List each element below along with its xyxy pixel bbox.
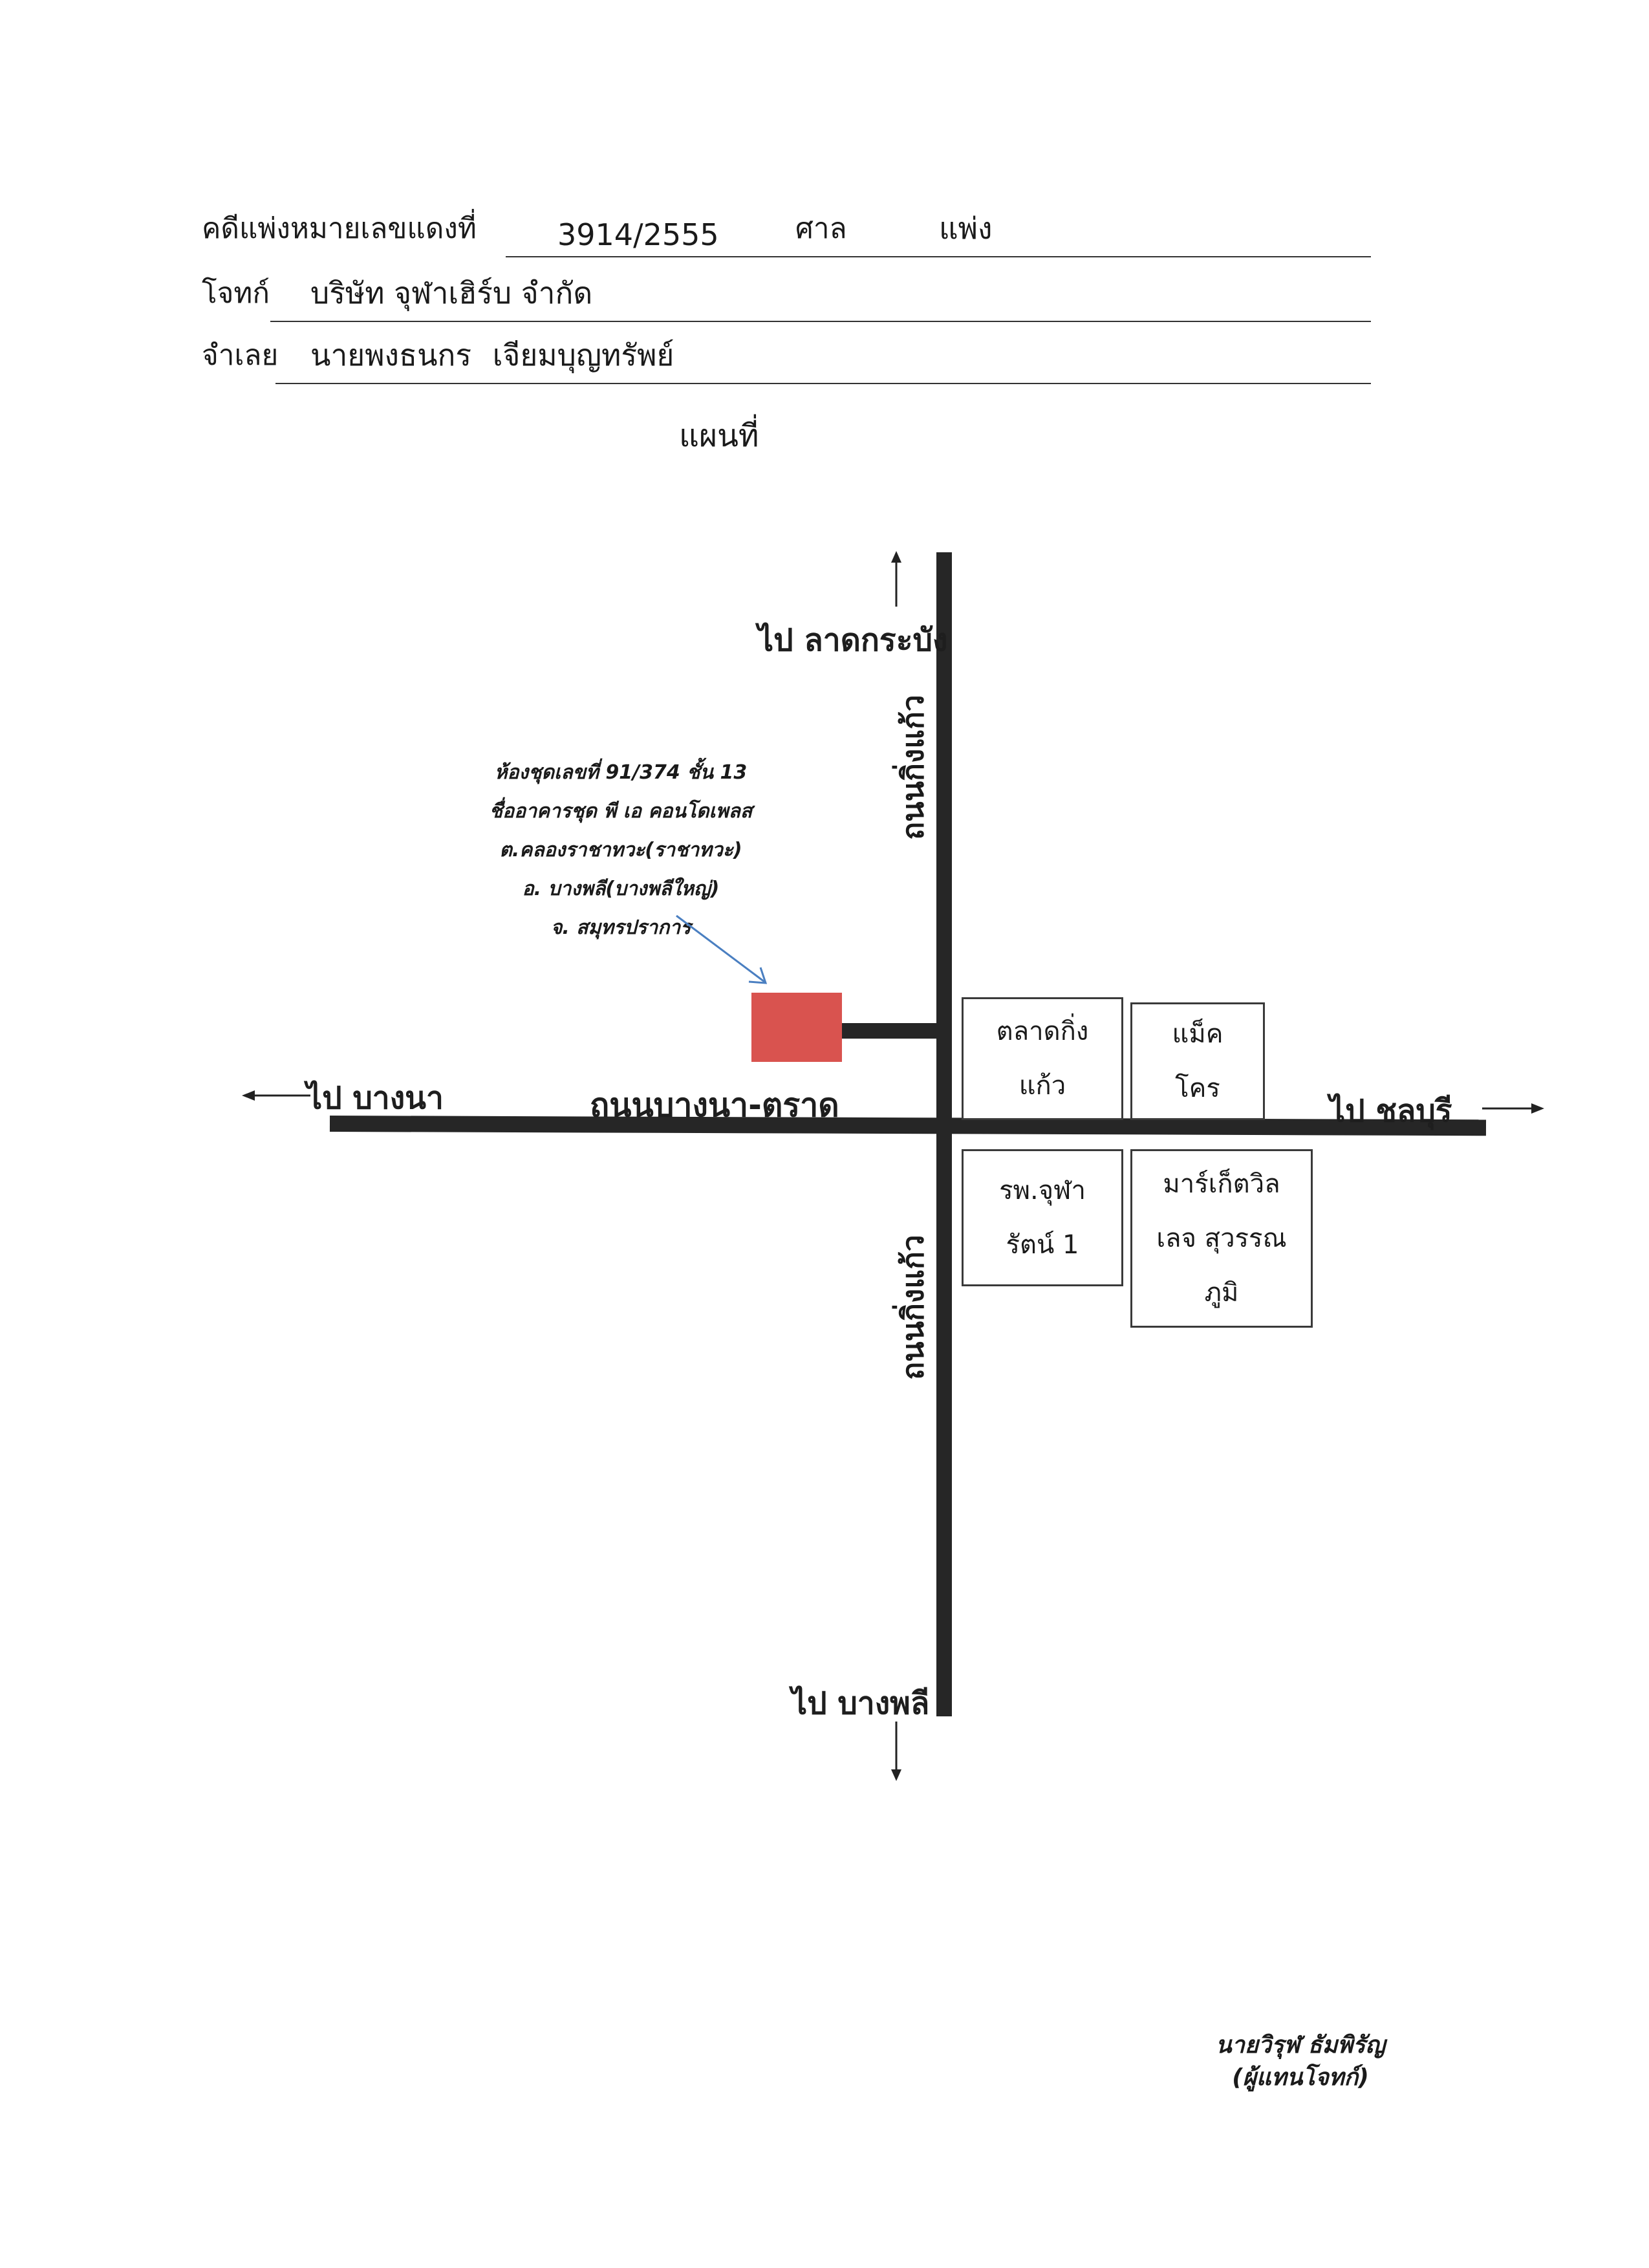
landmark-label: โคร — [1175, 1074, 1220, 1103]
defendant-label: จำเลย — [202, 339, 279, 372]
plaintiff-row: โจทก์ บริษัท จุฬาเฮิร์บ จำกัด — [202, 270, 1371, 322]
address-line: ชื่ออาคารชุด พี เอ คอนโดเพลส — [489, 800, 753, 823]
direction-west-label: ไป บางนา — [307, 1080, 444, 1116]
landmark-chularat-hospital: รพ.จุฬา รัตน์ 1 — [962, 1149, 1123, 1286]
case-number-value: 3914/2555 — [557, 217, 719, 252]
landmark-label: รัตน์ 1 — [1006, 1230, 1079, 1260]
signer-name: นายวิรุฬ ธัมพิรัญ — [1216, 2032, 1386, 2058]
landmark-label: ตลาดกิ่ง — [996, 1017, 1089, 1046]
plaintiff-underline — [270, 321, 1371, 322]
address-annotation: ห้องชุดเลขที่ 91/374 ชั้น 13 ชื่ออาคารชุ… — [362, 753, 879, 947]
pointer-arrow-icon — [676, 914, 768, 984]
direction-east-label: ไป ชลบุรี — [1330, 1093, 1452, 1129]
case-number-label: คดีแพ่งหมายเลขแดงที่ — [202, 212, 477, 245]
direction-north-label: ไป ลาดกระบัง — [758, 622, 948, 658]
landmark-label: แก้ว — [1018, 1071, 1066, 1101]
signature-block: นายวิรุฬ ธัมพิรัญ (ผู้แทนโจทก์) — [1216, 2029, 1385, 2094]
kingkaew-road-label-upper: ถนนกิ่งแก้ว — [895, 695, 931, 840]
bangna-trat-road-label: ถนนบางนา-ตราด — [590, 1086, 839, 1124]
address-line: จ. สมุทรปราการ — [550, 916, 691, 939]
direction-south-label: ไป บางพลี — [792, 1685, 930, 1722]
landmark-market-village: มาร์เก็ตวิล เลจ สุวรรณ ภูมิ — [1130, 1149, 1313, 1328]
arrow-west-icon — [242, 1090, 310, 1101]
landmark-label: มาร์เก็ตวิล — [1163, 1169, 1280, 1199]
court-underline — [851, 256, 1371, 257]
arrow-east-icon — [1482, 1103, 1544, 1114]
landmark-label: ภูมิ — [1204, 1278, 1239, 1308]
case-number-underline — [506, 256, 998, 257]
arrow-north-icon — [891, 551, 901, 607]
map-title: แผนที่ — [679, 418, 759, 454]
access-road — [841, 1023, 938, 1039]
bangna-trat-road — [329, 1116, 1487, 1136]
address-line: อ. บางพลี(บางพลีใหญ่) — [522, 878, 720, 900]
court-value: แพ่ง — [939, 211, 993, 246]
defendant-value: นายพงธนกร เจียมบุญทรัพย์ — [310, 338, 674, 373]
defendant-row: จำเลย นายพงธนกร เจียมบุญทรัพย์ — [202, 332, 1371, 384]
court-label: ศาล — [795, 212, 847, 245]
landmark-makro: แม็ค โคร — [1130, 1002, 1265, 1120]
plaintiff-label: โจทก์ — [202, 277, 270, 310]
case-number-row: คดีแพ่งหมายเลขแดงที่ 3914/2555 ศาล แพ่ง — [202, 206, 1371, 257]
address-line: ห้องชุดเลขที่ 91/374 ชั้น 13 — [494, 761, 748, 784]
landmark-kingkaew-market: ตลาดกิ่ง แก้ว — [962, 997, 1123, 1120]
landmark-label: เลจ สุวรรณ — [1156, 1224, 1287, 1253]
arrow-south-icon — [891, 1722, 901, 1781]
kingkaew-road — [936, 552, 952, 1716]
landmark-label: แม็ค — [1172, 1019, 1223, 1049]
address-line: ต.คลองราชาทวะ(ราชาทวะ) — [499, 839, 742, 861]
plaintiff-value: บริษัท จุฬาเฮิร์บ จำกัด — [310, 275, 593, 310]
landmark-label: รพ.จุฬา — [999, 1176, 1086, 1205]
kingkaew-road-label-lower: ถนนกิ่งแก้ว — [895, 1235, 931, 1380]
target-building-marker — [751, 993, 842, 1062]
defendant-underline — [275, 383, 1371, 384]
signer-role: (ผู้แทนโจทก์) — [1232, 2064, 1369, 2091]
